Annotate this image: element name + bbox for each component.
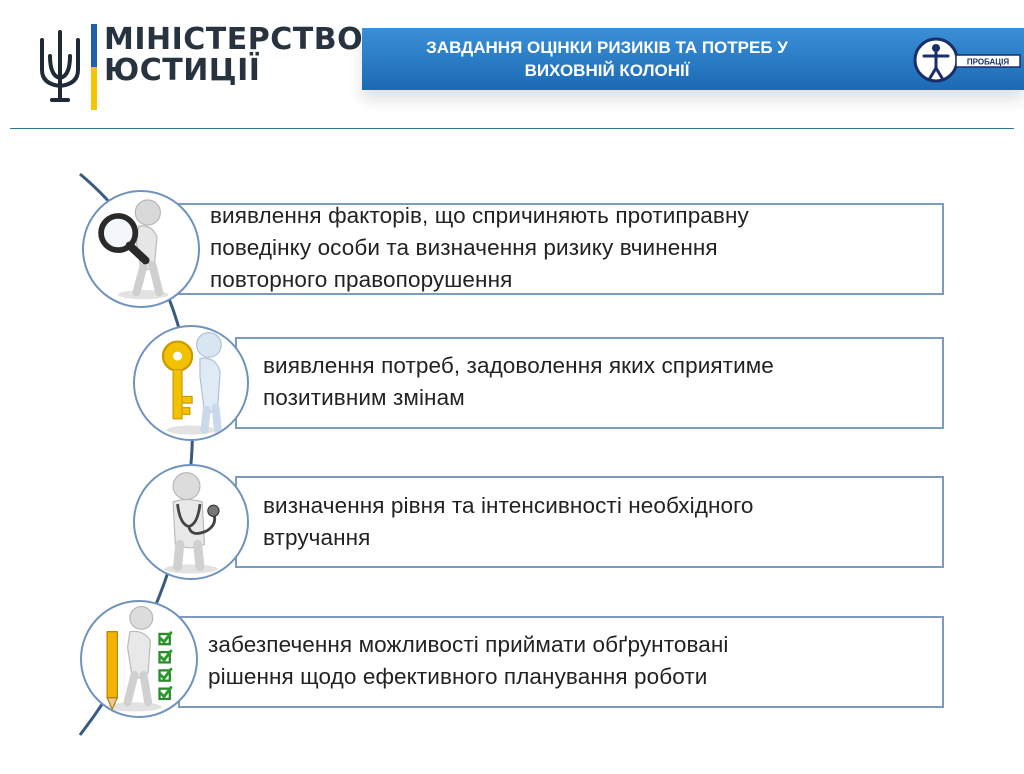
flag-bar (91, 24, 97, 110)
task-1-line-1: виявлення факторів, що спричиняють проти… (210, 203, 749, 228)
task-4-line-1: забезпечення можливості приймати обґрунт… (208, 632, 729, 657)
key-figure-icon (161, 332, 222, 435)
page-title: ЗАВДАННЯ ОЦІНКИ РИЗИКІВ ТА ПОТРЕБ У ВИХО… (362, 28, 852, 90)
task-box-3 (235, 476, 944, 568)
ministry-name-line2: ЮСТИЦІЇ (104, 53, 261, 88)
task-icon-circle-4 (80, 600, 198, 718)
task-box-1 (178, 203, 944, 295)
title-banner: ЗАВДАННЯ ОЦІНКИ РИЗИКІВ ТА ПОТРЕБ У ВИХО… (362, 28, 1024, 90)
task-2-line-1: виявлення потреб, задоволення яких сприя… (263, 353, 774, 378)
header-divider (10, 128, 1014, 129)
stethoscope-figure-icon (164, 472, 220, 574)
task-3-line-1: визначення рівня та інтенсивності необхі… (263, 493, 754, 518)
ministry-name: МІНІСТЕРСТВО ЮСТИЦІЇ (104, 24, 363, 86)
task-3-line-2: втручання (263, 525, 371, 550)
trident-emblem-icon (40, 30, 80, 102)
task-icon-circle-3 (133, 464, 249, 580)
task-box-2 (235, 337, 944, 429)
task-1-line-3: повторного правопорушення (210, 267, 513, 292)
magnifier-figure-icon (98, 199, 169, 300)
task-text-1: виявлення факторів, що спричиняють проти… (210, 200, 749, 296)
task-1-line-2: поведінку особи та визначення ризику вчи… (210, 235, 718, 260)
probation-logo-text: ПРОБАЦІЯ (967, 58, 1009, 67)
page-title-line2: ВИХОВНІЙ КОЛОНІЇ (524, 61, 690, 80)
probation-logo-icon: ПРОБАЦІЯ (913, 37, 1021, 83)
task-text-3: визначення рівня та інтенсивності необхі… (263, 490, 754, 554)
task-2-line-2: позитивним змінам (263, 385, 465, 410)
task-text-2: виявлення потреб, задоволення яких сприя… (263, 350, 774, 414)
task-icon-circle-1 (82, 190, 200, 308)
task-icon-circle-2 (133, 325, 249, 441)
ministry-logo: МІНІСТЕРСТВО ЮСТИЦІЇ (36, 22, 363, 112)
pencil-checklist-figure-icon (106, 605, 173, 712)
task-box-4 (178, 616, 944, 708)
page-title-line1: ЗАВДАННЯ ОЦІНКИ РИЗИКІВ ТА ПОТРЕБ У (426, 38, 788, 57)
ministry-name-line1: МІНІСТЕРСТВО (104, 22, 364, 57)
task-text-4: забезпечення можливості приймати обґрунт… (208, 629, 729, 693)
task-4-line-2: рішення щодо ефективного планування робо… (208, 664, 708, 689)
